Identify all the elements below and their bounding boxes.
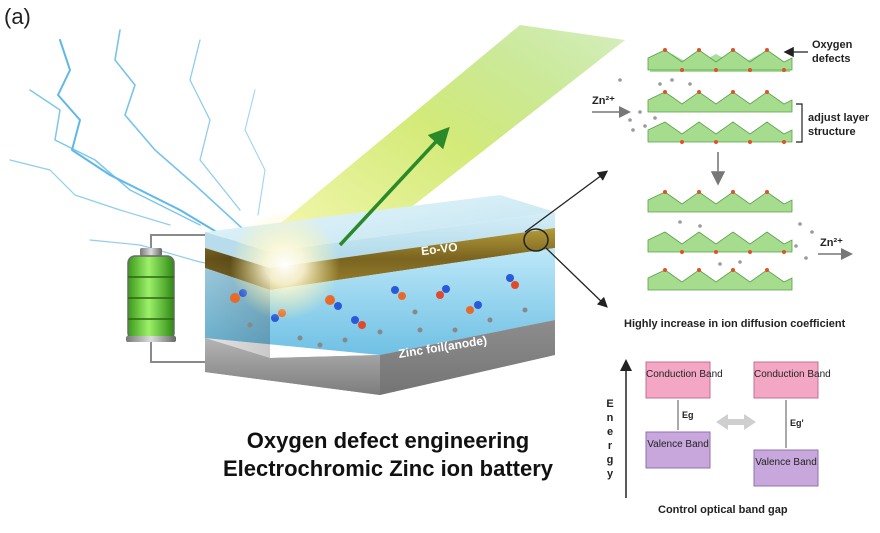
adjust-layer-label-1: adjust layer xyxy=(808,112,870,124)
lightning-bolts xyxy=(9,29,276,271)
title-line-2: Electrochromic Zinc ion battery xyxy=(222,456,554,481)
zn-out-label: Zn²⁺ xyxy=(820,237,843,249)
crystal-rows xyxy=(647,49,793,291)
electrolyte-layer xyxy=(205,248,555,355)
oxygen-defects-label-2: defects xyxy=(812,53,851,65)
right-conduction-label: Conduction Band xyxy=(754,369,831,380)
zn-in-label: Zn²⁺ xyxy=(592,95,615,107)
adjust-layer-label-2: structure xyxy=(808,126,856,138)
right-valence-box xyxy=(753,449,819,487)
left-conduction-label: Conduction Band xyxy=(646,369,723,380)
title-line-1: Oxygen defect engineering xyxy=(246,428,530,453)
energy-axis-label: Energy xyxy=(604,398,616,482)
light-flash xyxy=(230,210,340,320)
left-valence-label: Valence Band xyxy=(647,439,709,450)
battery-wires xyxy=(150,234,205,363)
green-arrow xyxy=(338,126,450,247)
magnifier-circle xyxy=(523,228,549,252)
battery-icon xyxy=(126,248,176,342)
oxygen-defects-label-1: Oxygen xyxy=(812,39,853,51)
right-conduction-box xyxy=(753,361,819,399)
band-caption: Control optical band gap xyxy=(658,504,788,516)
left-valence-box xyxy=(645,431,711,469)
oxygen-atoms xyxy=(663,48,786,272)
zn-ions-dots xyxy=(618,78,814,266)
right-valence-label: Valence Band xyxy=(755,457,817,468)
double-arrow-icon xyxy=(716,414,756,430)
layer-bracket xyxy=(796,103,803,143)
right-gap-label: Eg' xyxy=(790,418,804,428)
left-gap-label: Eg xyxy=(682,410,694,420)
panel-label: (a) xyxy=(4,4,31,29)
left-conduction-box xyxy=(645,361,711,399)
diffusion-caption: Highly increase in ion diffusion coeffic… xyxy=(624,318,846,330)
